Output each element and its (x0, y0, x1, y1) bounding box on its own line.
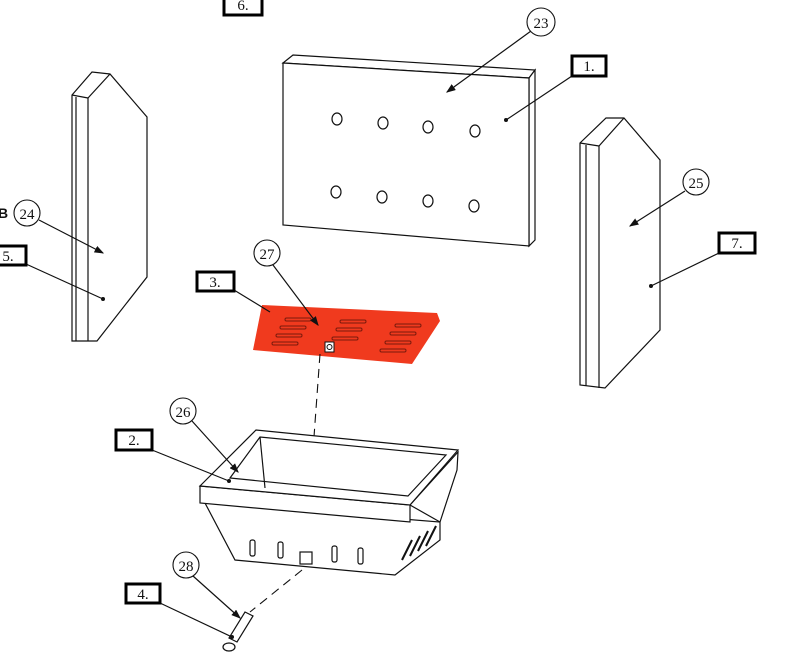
svg-text:1.: 1. (583, 59, 594, 75)
part-label-5: 5. (0, 244, 105, 301)
ash-basket (198, 429, 460, 576)
pin-dashed-line (249, 569, 303, 613)
svg-text:4.: 4. (137, 587, 148, 603)
callout-28: 28 (172, 551, 241, 619)
side-mark-b: B (0, 205, 8, 221)
svg-text:27: 27 (260, 247, 276, 263)
left-side-panel (71, 71, 148, 342)
svg-text:7.: 7. (731, 236, 742, 252)
part-label-1: 1. (504, 54, 608, 122)
svg-text:26: 26 (176, 405, 192, 421)
svg-text:28: 28 (179, 559, 194, 575)
callout-27: 27 (253, 239, 319, 326)
svg-text:23: 23 (534, 16, 549, 32)
svg-text:24: 24 (20, 207, 36, 223)
svg-text:3.: 3. (209, 275, 220, 291)
right-side-panel (579, 117, 661, 389)
callout-24: 24 (13, 199, 105, 254)
part-label-4: 4. (124, 582, 234, 639)
part-label-6: 6. (222, 0, 264, 17)
assembly-dashed-line (309, 353, 321, 493)
back-panel (281, 54, 537, 248)
svg-text:6.: 6. (237, 0, 248, 14)
callout-25: 25 (628, 168, 710, 227)
callout-23: 23 (446, 7, 556, 93)
panel-holes (330, 112, 481, 213)
part-label-2: 2. (114, 428, 231, 483)
callout-26: 26 (169, 397, 239, 473)
pin (222, 611, 254, 652)
svg-text:2.: 2. (128, 433, 139, 449)
part-label-7: 7. (649, 231, 757, 288)
red-grate (253, 305, 440, 364)
svg-text:25: 25 (689, 176, 704, 192)
svg-text:5.: 5. (2, 249, 13, 265)
part-label-3: 3. (195, 270, 271, 313)
